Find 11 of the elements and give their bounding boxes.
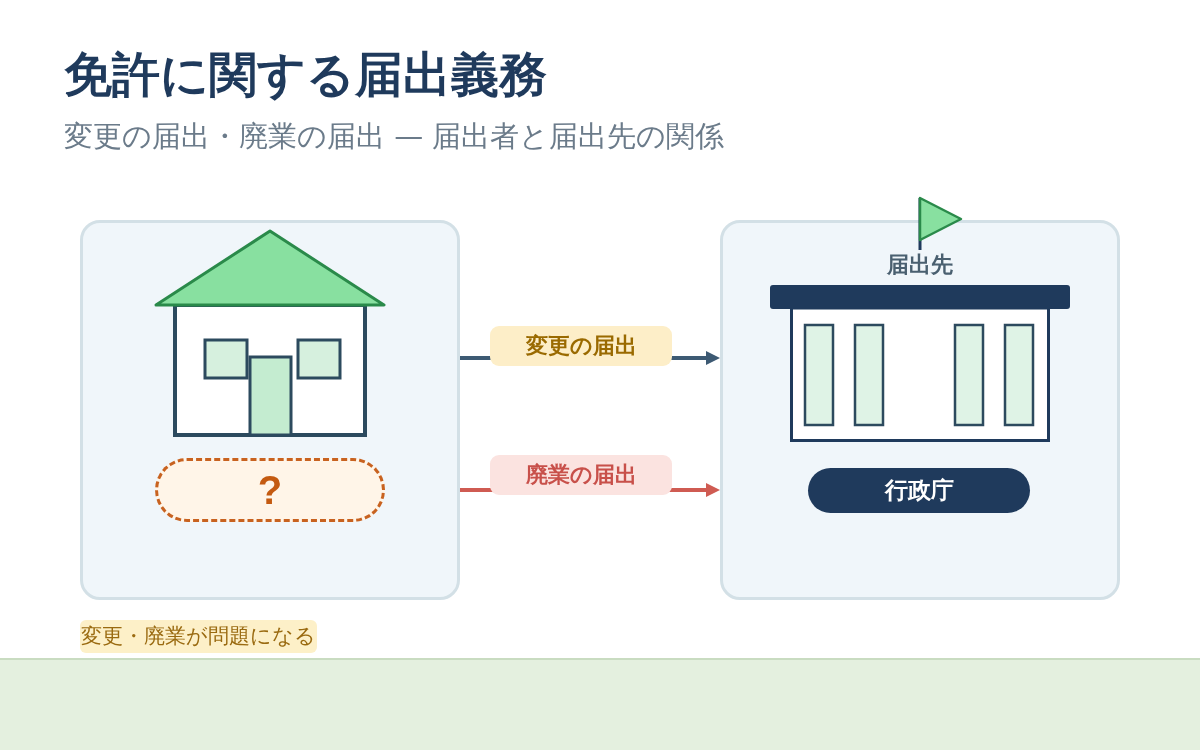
- edge-label: 変更の届出: [490, 326, 672, 366]
- caption-text: 届出先: [886, 251, 954, 279]
- house-illustration: [153, 228, 387, 438]
- authority-pill: 行政庁: [808, 468, 1030, 513]
- question-pill: ?: [155, 458, 385, 522]
- title: 免許に関する届出義務: [64, 45, 547, 104]
- building-illustration: [770, 284, 1070, 442]
- subtitle: 変更の届出・廃業の届出 — 届出者と届出先の関係: [64, 118, 725, 155]
- edge-label: 廃業の届出: [490, 455, 672, 495]
- highlight-note: 変更・廃業が問題になる: [80, 620, 317, 653]
- panel: [80, 220, 460, 600]
